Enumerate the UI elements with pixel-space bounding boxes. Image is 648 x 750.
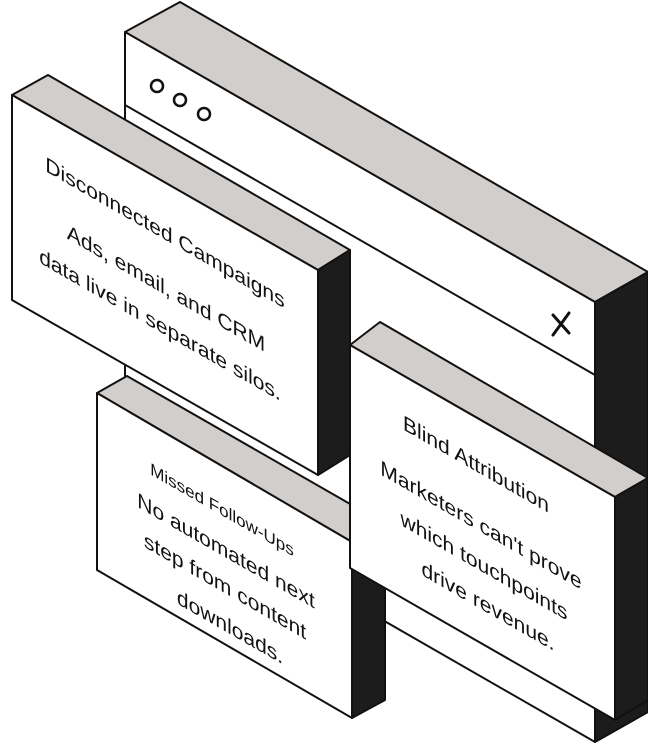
title-bar-divider <box>124 104 596 376</box>
window-dot-icon[interactable] <box>149 78 165 94</box>
window-controls[interactable] <box>149 78 212 122</box>
card-missed-follow-ups: Missed Follow-Ups No automated next step… <box>96 375 386 719</box>
card-side-face <box>317 249 351 476</box>
card-front-face <box>349 344 616 721</box>
card-front-face <box>96 392 353 719</box>
window-dot-icon[interactable] <box>172 92 188 108</box>
window-dot-icon[interactable] <box>196 106 212 122</box>
close-icon[interactable] <box>551 311 571 337</box>
card-front-face <box>11 94 319 476</box>
card-side-face <box>614 477 648 721</box>
card-blind-attribution: Blind Attribution Marketers can't prove … <box>349 321 648 721</box>
